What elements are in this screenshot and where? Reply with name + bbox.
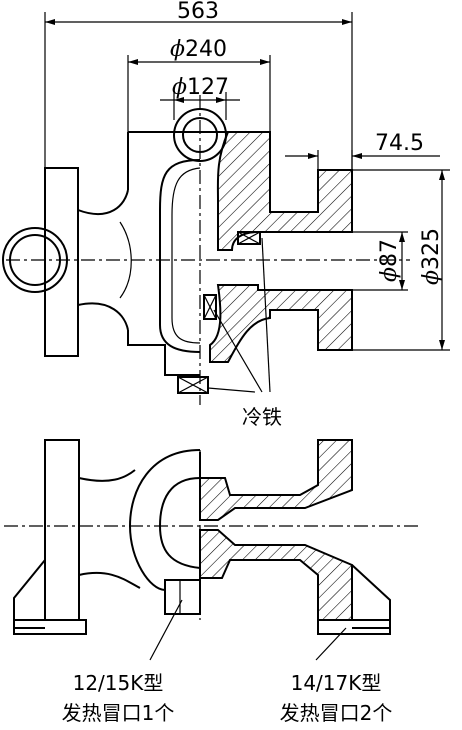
dim-overall-length: 563 <box>177 0 219 24</box>
riser-dome-outer <box>128 449 201 591</box>
riser-right-count: 发热冒口2个 <box>280 701 393 725</box>
riser-left-leader <box>149 599 183 661</box>
riser-right-type: 14/17K型 <box>291 671 382 695</box>
chill-label: 冷铁 <box>242 405 282 429</box>
top-view: 冷铁 563 ϕ240 ϕ127 74.5 ϕ325 <box>2 0 450 429</box>
bottom-lower-neck <box>78 571 141 589</box>
inner-cavity-wall <box>171 167 201 344</box>
dim-flange-offset: 74.5 <box>375 131 424 156</box>
left-pipe-outer <box>2 227 68 293</box>
inner-cavity <box>159 159 201 353</box>
dim-phi-240: ϕ240 <box>170 37 227 62</box>
riser-dome-inner <box>158 477 201 569</box>
riser-right-leader <box>315 627 347 661</box>
chill-leader-3 <box>207 387 256 393</box>
left-heat-riser <box>164 579 201 615</box>
lower-neck <box>77 302 129 331</box>
neck-arc <box>119 221 132 299</box>
section-lower <box>209 284 353 363</box>
left-riser-support <box>13 559 46 629</box>
right-base-plate <box>317 619 391 635</box>
right-riser-support <box>351 564 391 629</box>
riser-circle-inner <box>182 117 218 153</box>
dim-phi-325: ϕ325 <box>419 228 444 285</box>
chill-block-top <box>237 231 261 245</box>
chill-block-mid <box>203 294 217 320</box>
left-pipe-inner <box>9 234 61 286</box>
body-outline-left <box>127 132 200 376</box>
upper-neck <box>77 189 129 216</box>
chill-block-bottom <box>177 376 209 394</box>
riser-left-type: 12/15K型 <box>73 671 164 695</box>
bottom-section-upper <box>199 439 353 521</box>
left-base-plate <box>13 619 87 635</box>
chill-leader-2 <box>213 309 263 393</box>
left-flange <box>44 167 79 357</box>
dim-phi-87: ϕ87 <box>377 239 402 282</box>
chill-leader-1 <box>261 237 271 393</box>
bottom-view: 12/15K型 发热冒口1个 14/17K型 发热冒口2个 <box>4 439 420 725</box>
riser-left-count: 发热冒口1个 <box>62 701 175 725</box>
bottom-upper-neck <box>78 469 136 482</box>
dim-phi-127: ϕ127 <box>172 75 229 100</box>
bottom-left-flange <box>44 439 80 621</box>
bottom-section-lower <box>199 529 353 621</box>
